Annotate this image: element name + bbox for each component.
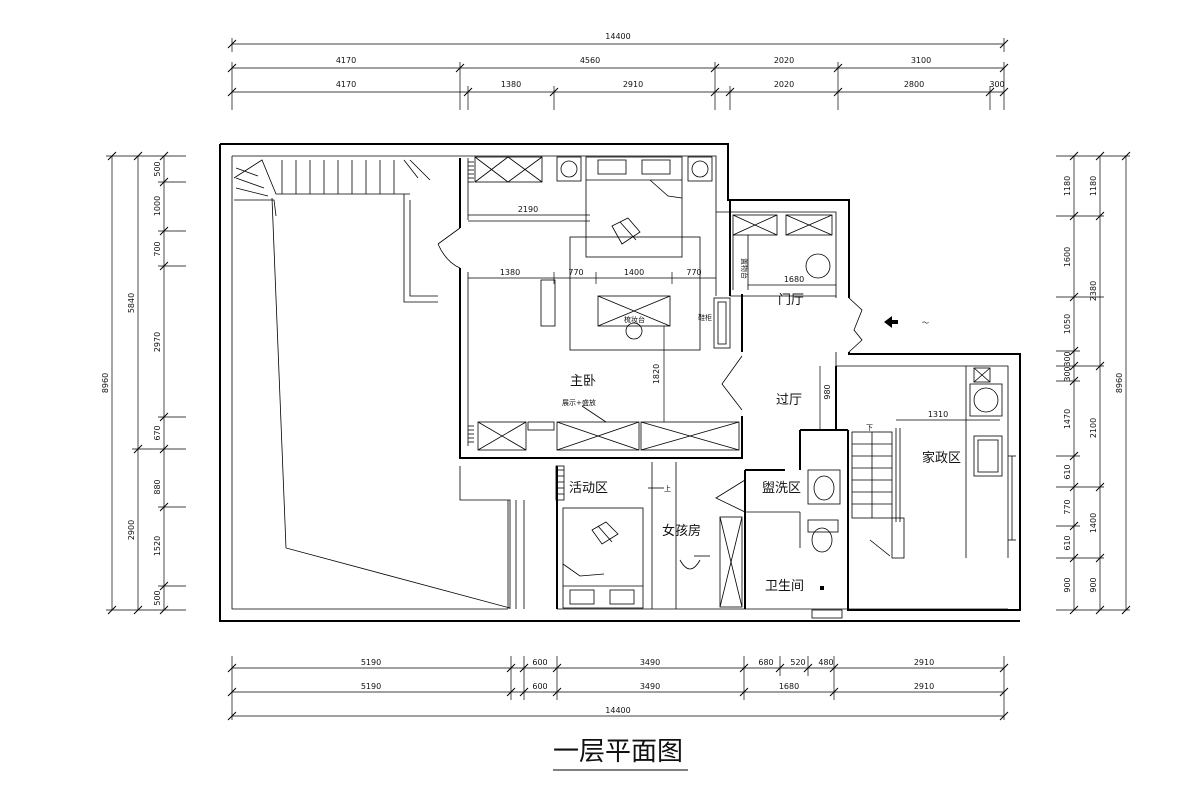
girl-room-furniture: 上 [507,465,743,609]
dim-bot-r2-0: 5190 [361,682,381,691]
shoe-label: 鞋柜 [698,313,712,322]
dim-left-in-1: 1000 [153,196,162,216]
dim-top-r1-1: 4560 [580,56,600,65]
dim-right-in-7: 770 [1063,499,1072,514]
dim-right-mid-3: 1400 [1089,513,1098,533]
left-stair [233,159,511,609]
dim-right-mid-2: 2100 [1089,418,1098,438]
left-dimensions: 8960 5840 2900 500 1000 700 297 [101,151,186,615]
dim-left-in-3: 2970 [153,332,162,352]
dim-1400: 1400 [624,268,644,277]
dim-top-r1-2: 2020 [774,56,794,65]
dim-bot-r2-2: 3490 [640,682,660,691]
dresser-label: 梳妆台 [624,315,645,324]
dim-1680: 1680 [784,275,804,284]
dim-right-outer: 8960 [1115,373,1124,393]
dim-bot-r2-1: 600 [532,682,547,691]
dim-left-in-6: 1520 [153,536,162,556]
dim-left-in-7: 500 [153,590,162,605]
dim-left-in-4: 670 [153,425,162,440]
room-toilet: 卫生间 [765,579,804,594]
room-activity: 活动区 [569,481,608,496]
dim-bot-r1-6: 2910 [914,658,934,667]
dim-right-in-2: 1050 [1063,314,1072,334]
entrance-mark: 〜 [922,319,929,327]
plan-title: 一层平面图 [553,737,683,767]
dim-left-mid-1: 2900 [127,520,136,540]
dim-top-r1-3: 3100 [911,56,931,65]
dim-right-in-4: 300 [1063,366,1072,381]
dim-right-mid-0: 1180 [1089,176,1098,196]
dim-1820: 1820 [652,364,661,384]
dim-top-total: 14400 [605,32,630,41]
dim-right-in-5: 1470 [1063,409,1072,429]
dim-right-in-1: 1600 [1063,247,1072,267]
display-label: 展示+盛放 [562,398,596,407]
dim-top-r2-5: 300 [989,80,1004,89]
down-label: 下 [866,424,873,432]
dim-right-in-9: 900 [1063,577,1072,592]
dim-right-in-6: 610 [1063,464,1072,479]
dim-top-r2-4: 2800 [904,80,924,89]
dim-right-in-3: 300 [1063,351,1072,366]
floor-drain [820,586,824,590]
room-hall: 过厅 [776,393,802,408]
dim-bot-r1-1: 600 [532,658,547,667]
dim-bot-r1-3: 680 [758,658,773,667]
dim-top-r2-0: 4170 [336,80,356,89]
dim-bot-r1-0: 5190 [361,658,381,667]
dim-bot-r2-4: 2910 [914,682,934,691]
room-master: 主卧 [570,374,596,389]
dim-right-in-8: 610 [1063,535,1072,550]
dim-right-in-0: 1180 [1063,176,1072,196]
drink-label: 置物台 [740,258,749,279]
dim-top-r2-1: 1380 [501,80,521,89]
master-bedroom-furniture: 梳妆台 2190 1380 770 1400 770 1820 展示+盛放 [437,156,740,451]
dim-left-in-2: 700 [153,241,162,256]
dim-bot-r2-3: 1680 [779,682,799,691]
top-dimensions: 14400 4170 4560 2020 3100 [227,32,1009,110]
dim-980: 980 [823,384,832,399]
room-labels: 主卧 门厅 过厅 家政区 活动区 女孩房 盥洗区 卫生间 [569,293,961,594]
dim-left-mid-0: 5840 [127,293,136,313]
dim-2190: 2190 [518,205,538,214]
walls [219,143,1021,622]
up-label: 上 [664,484,671,493]
dim-770a: 770 [568,268,583,277]
dim-bot-r1-5: 480 [818,658,833,667]
dim-top-r2-3: 2020 [774,80,794,89]
dim-bot-r1-2: 3490 [640,658,660,667]
dim-left-outer: 8960 [101,373,110,393]
dim-bot-total: 14400 [605,706,630,715]
room-washing: 盥洗区 [762,481,801,496]
washing-toilet [715,469,843,619]
housework-area: 1310 下 [851,366,1016,559]
dim-770b: 770 [686,268,701,277]
foyer-furniture: 置物台 1680 鞋柜 〜 980 [698,214,929,430]
dim-bot-r1-4: 520 [790,658,805,667]
dim-left-in-0: 500 [153,161,162,176]
right-dimensions: 1180 1600 1050 300 300 1470 610 770 610 … [1056,151,1131,615]
room-girl: 女孩房 [662,523,701,539]
dim-right-mid-4: 900 [1089,577,1098,592]
bottom-dimensions: 5190 600 3490 680 520 480 2910 5190 600 … [227,656,1009,721]
room-housework: 家政区 [922,450,961,466]
dim-right-mid-1: 2380 [1089,281,1098,301]
room-foyer: 门厅 [778,293,804,308]
dim-left-in-5: 880 [153,479,162,494]
dim-top-r2-2: 2910 [623,80,643,89]
dim-1380: 1380 [500,268,520,277]
dim-top-r1-0: 4170 [336,56,356,65]
dim-1310: 1310 [928,410,948,419]
entrance-arrow-icon [884,316,898,328]
